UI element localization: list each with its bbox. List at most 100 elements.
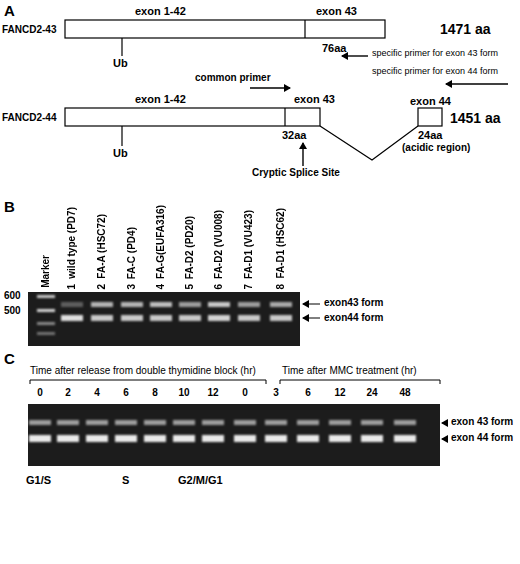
region-note: (acidic region) bbox=[402, 142, 470, 154]
lane-number: 6 bbox=[213, 284, 225, 290]
exon-label: exon 43 bbox=[294, 93, 335, 106]
gel-band bbox=[173, 420, 195, 425]
ub-site: Ub bbox=[113, 147, 128, 160]
band-label: exon44 form bbox=[324, 312, 383, 324]
ub-tick bbox=[121, 126, 122, 146]
gel-band bbox=[173, 435, 195, 442]
bracket bbox=[30, 380, 266, 384]
gel-band bbox=[86, 420, 108, 425]
exon-label: exon 1-42 bbox=[135, 93, 186, 106]
bracket bbox=[280, 380, 440, 384]
gel-band bbox=[238, 315, 260, 321]
gel-band bbox=[91, 302, 113, 307]
lane-number: 7 bbox=[243, 284, 255, 290]
band-arrow bbox=[303, 318, 320, 319]
gel-band bbox=[208, 302, 230, 307]
time-point: 6 bbox=[123, 387, 129, 399]
cell-cycle-phase: G1/S bbox=[26, 474, 51, 487]
gel-band bbox=[361, 420, 383, 425]
time-point: 8 bbox=[152, 387, 158, 399]
isoform-name: FANCD2-44 bbox=[2, 112, 56, 124]
gel-bands bbox=[29, 420, 416, 442]
gel-band bbox=[202, 435, 224, 442]
protein-length: 1471 aa bbox=[440, 21, 491, 37]
gel-band bbox=[179, 315, 201, 321]
band-arrow bbox=[442, 423, 448, 424]
gel-band bbox=[394, 420, 416, 425]
primer-label: specific primer for exon 44 form bbox=[372, 66, 498, 76]
lane-number: 8 bbox=[275, 284, 287, 290]
primer-arrow bbox=[446, 83, 508, 84]
gel-band bbox=[150, 315, 172, 321]
size-marker: 500 bbox=[4, 305, 21, 317]
gel-band bbox=[202, 420, 224, 425]
isoform-name: FANCD2-43 bbox=[2, 24, 56, 36]
gel-band bbox=[234, 420, 256, 425]
gel-band bbox=[265, 420, 287, 425]
gel-band bbox=[297, 420, 319, 425]
time-point: 12 bbox=[207, 387, 218, 399]
gel-band bbox=[29, 435, 51, 442]
gel-band bbox=[329, 420, 351, 425]
cell-cycle-phase: G2/M/G1 bbox=[178, 474, 223, 487]
gel-band bbox=[394, 435, 416, 442]
lane-label: FA-G(EUFA316) bbox=[155, 205, 167, 279]
time-point: 6 bbox=[305, 387, 311, 399]
time-point: 48 bbox=[399, 387, 410, 399]
gel-band bbox=[29, 420, 51, 425]
lane-label: FA-C (PD4) bbox=[126, 227, 138, 279]
lane-label: FA-D2 (PD20) bbox=[184, 216, 196, 279]
segment-length: 76aa bbox=[322, 42, 346, 55]
splice-site-label: Cryptic Splice Site bbox=[252, 167, 340, 179]
gel-band bbox=[361, 435, 383, 442]
exon-label: exon 44 bbox=[410, 95, 451, 108]
protein-length: 1451 aa bbox=[450, 110, 501, 126]
gel-band bbox=[144, 435, 166, 442]
gel-band bbox=[150, 302, 172, 307]
size-marker: 600 bbox=[4, 290, 21, 302]
ub-site: Ub bbox=[113, 57, 128, 70]
gel-band bbox=[144, 420, 166, 425]
gel-band bbox=[265, 435, 287, 442]
gel-band bbox=[61, 302, 83, 307]
lane-label: FA-D1 (VU423) bbox=[243, 210, 255, 279]
gel-band bbox=[91, 315, 113, 321]
marker-band bbox=[37, 309, 55, 312]
ub-tick bbox=[121, 38, 122, 56]
exon-divider bbox=[304, 20, 305, 38]
lane-label: Marker bbox=[40, 255, 52, 288]
marker-band bbox=[37, 332, 55, 335]
lane-label: wild type (PD7) bbox=[66, 207, 78, 279]
time-point: 12 bbox=[334, 387, 345, 399]
gel-band bbox=[57, 435, 79, 442]
primer-label: specific primer for exon 43 form bbox=[372, 48, 498, 58]
gel-band bbox=[208, 315, 230, 321]
time-point: 3 bbox=[273, 387, 279, 399]
exon-label: exon 1-42 bbox=[135, 5, 186, 18]
gel-band bbox=[115, 420, 137, 425]
panel-letter: C bbox=[4, 350, 15, 367]
lane-number: 3 bbox=[126, 284, 138, 290]
band-label: exon 43 form bbox=[451, 416, 513, 428]
group-heading: Time after release from double thymidine… bbox=[30, 365, 256, 377]
lane-number: 1 bbox=[66, 284, 78, 290]
gel-band bbox=[238, 302, 260, 307]
time-point: 2 bbox=[65, 387, 71, 399]
time-point: 24 bbox=[366, 387, 377, 399]
lane-label: FA-D2 (VU008) bbox=[213, 210, 225, 279]
segment-length: 24aa bbox=[418, 129, 442, 142]
splice-arrow bbox=[302, 143, 303, 166]
time-point: 0 bbox=[242, 387, 248, 399]
gel-band bbox=[57, 420, 79, 425]
panel-letter: B bbox=[4, 198, 15, 215]
gel-band bbox=[270, 302, 292, 307]
exon-box bbox=[418, 108, 442, 126]
time-point: 0 bbox=[37, 387, 43, 399]
gel bbox=[28, 404, 440, 466]
group-heading: Time after MMC treatment (hr) bbox=[282, 365, 417, 377]
gel-band bbox=[121, 315, 143, 321]
band-label: exon 44 form bbox=[451, 432, 513, 444]
band-label: exon43 form bbox=[324, 297, 383, 309]
